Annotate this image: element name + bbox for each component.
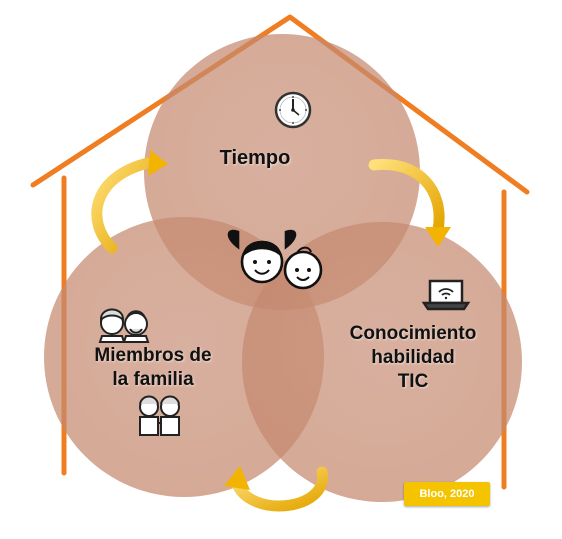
children-icon [139, 395, 180, 436]
label-tiempo-text: Tiempo [219, 147, 291, 169]
source-badge: Bloo, 2020 [404, 482, 490, 506]
arrowhead-bottom [224, 466, 250, 490]
kids-faces-icon [227, 229, 323, 290]
label-conocimiento-line1: Conocimiento [349, 323, 477, 344]
arrow-top-to-right [368, 158, 445, 236]
label-conocimiento: Conocimiento habilidad TIC [318, 322, 508, 393]
arrow-left-to-top [91, 157, 154, 254]
label-tiempo: Tiempo [190, 146, 320, 171]
arrow-bottom [230, 466, 328, 512]
venn-circles [44, 34, 522, 502]
laptop-wifi-icon [421, 279, 471, 311]
label-miembros: Miembros de la familia [58, 344, 248, 392]
arrow-heads [148, 150, 451, 490]
label-conocimiento-line3: TIC [397, 370, 429, 392]
label-miembros-line1: Miembros de [94, 345, 212, 366]
clock-icon [274, 91, 312, 129]
label-conocimiento-line2: habilidad [371, 346, 455, 368]
curved-arrows [91, 157, 445, 512]
arrowhead-top [148, 150, 168, 176]
arrowhead-right [425, 227, 451, 247]
circle-miembros [44, 217, 324, 497]
grandparents-icon [98, 308, 150, 343]
label-miembros-line2: la familia [112, 368, 194, 390]
